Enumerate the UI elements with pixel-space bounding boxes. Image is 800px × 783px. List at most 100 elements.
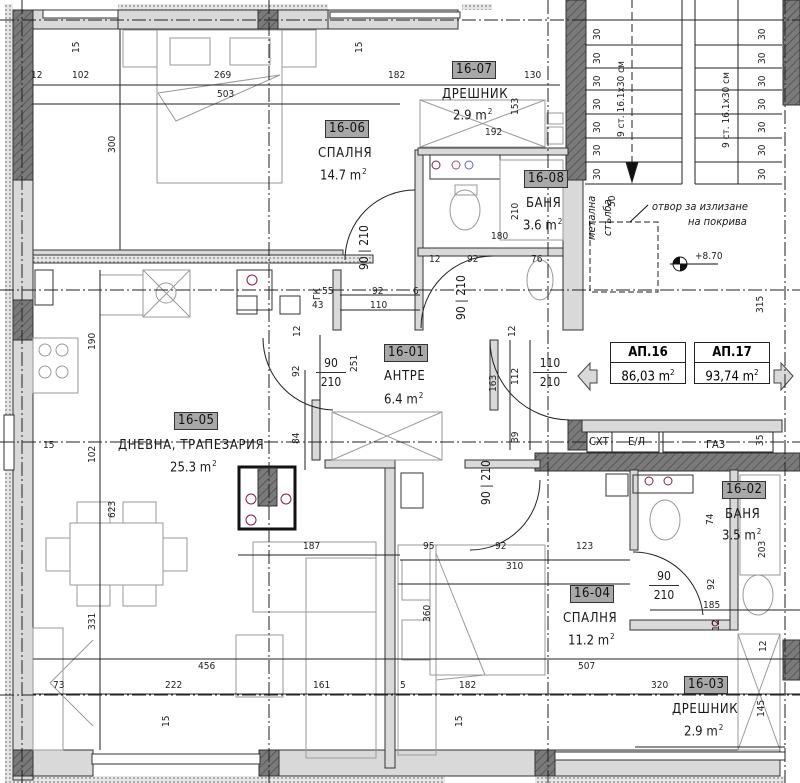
dim-5: 5: [400, 680, 406, 691]
dim-623: 623: [107, 500, 118, 518]
stair-tread-8: 30: [757, 28, 768, 40]
dim-15-top-right: 15: [354, 41, 365, 53]
utility-electric: Е/Л: [628, 435, 646, 448]
hatch-leader: [629, 204, 649, 223]
dim-300: 300: [107, 135, 118, 153]
ladder-label-1: метална: [585, 195, 598, 240]
room-name-16-08: БАНЯ: [526, 196, 562, 211]
apartment-17-area: 93,74 m2: [705, 368, 759, 385]
door-label-16-08: 90 | 210: [454, 275, 468, 320]
furniture: [32, 29, 781, 759]
room-tag-16-03: 16-03: [684, 676, 729, 694]
dim-360: 360: [422, 604, 433, 622]
utility-sewer: СХТ: [589, 435, 609, 448]
room-area-16-08: 3.6 m2: [523, 217, 563, 234]
utility-gas: ГАЗ: [706, 438, 726, 451]
utility-cabinets: [586, 431, 774, 453]
dim-320: 320: [651, 680, 669, 691]
room-name-16-02: БАНЯ: [725, 507, 761, 522]
dim-456: 456: [198, 661, 216, 672]
door-label-16-06: 90 | 210: [357, 225, 371, 270]
room-area-16-06: 14.7 m2: [320, 167, 367, 184]
dim-153: 153: [510, 97, 521, 115]
dim-55: 55: [322, 286, 334, 297]
room-name-16-04: СПАЛНЯ: [563, 611, 618, 626]
dim-182-bottom: 182: [459, 680, 477, 691]
room-tag-16-04: 16-04: [570, 585, 615, 603]
dim-210-bath: 210: [510, 202, 521, 220]
room-name-16-01: АНТРЕ: [384, 369, 426, 384]
stair-tread-6: 30: [592, 144, 603, 156]
dim-92-bath2: 92: [706, 578, 717, 590]
dim-35: 35: [755, 434, 766, 446]
dim-145: 145: [756, 699, 767, 717]
stair-flights: [585, 0, 782, 185]
dim-190: 190: [87, 332, 98, 350]
room-tag-16-01: 16-01: [384, 344, 429, 362]
dim-507: 507: [578, 661, 596, 672]
stair-tread-2: 30: [592, 52, 603, 64]
room-tag-16-07: 16-07: [452, 61, 497, 79]
apartment-16-area-box: АП.16 86,03 m2: [610, 342, 686, 384]
dim-161: 161: [313, 680, 331, 691]
dim-123: 123: [576, 541, 594, 552]
dim-130: 130: [524, 70, 542, 81]
apartment-17-title: АП.17: [695, 343, 769, 363]
dim-6: 6: [413, 286, 419, 297]
dim-12-kitchen: 12: [292, 325, 303, 337]
dim-15-left: 15: [43, 440, 55, 451]
dim-92-bedroom: 92: [495, 541, 507, 552]
stair-tread-11: 30: [757, 98, 768, 110]
dim-50: 50: [607, 195, 618, 207]
stair-tread-5: 30: [592, 121, 603, 133]
roof-hatch-label-2: на покрива: [688, 215, 747, 228]
interior-walls: [32, 147, 783, 769]
level-label: +8.70: [695, 251, 723, 262]
dim-76: 76: [531, 254, 543, 265]
room-area-16-05: 25.3 m2: [170, 459, 217, 476]
arrow-right-icon: [773, 361, 794, 392]
dim-203: 203: [757, 540, 768, 558]
room-area-16-04: 11.2 m2: [568, 632, 615, 649]
dim-192: 192: [485, 127, 503, 138]
dim-185: 185: [703, 600, 721, 611]
stair-tread-4: 30: [592, 98, 603, 110]
stair-tread-3: 30: [592, 75, 603, 87]
arrow-left-icon: [577, 361, 598, 392]
stair-tread-10: 30: [757, 75, 768, 87]
room-tag-16-08: 16-08: [524, 170, 569, 188]
dim-12-wardrobe: 12: [758, 640, 769, 652]
stair-tread-7: 30: [592, 168, 603, 180]
room-area-16-07: 2.9 m2: [453, 107, 493, 124]
stair-tread-12: 30: [757, 121, 768, 133]
dim-163: 163: [488, 374, 499, 392]
dim-92-living: 92: [291, 365, 302, 377]
dimension-lines: [33, 29, 800, 750]
dim-112: 112: [510, 367, 521, 385]
dim-74: 74: [705, 513, 716, 525]
door-label-16-04-passage: 90 | 210: [479, 460, 493, 505]
room-tag-16-06: 16-06: [325, 120, 370, 138]
dim-269: 269: [214, 70, 232, 81]
dim-187: 187: [303, 541, 321, 552]
dim-15-bottom-right: 15: [454, 715, 465, 727]
level-marker-icon: [670, 256, 718, 272]
dim-15-top-left: 15: [71, 41, 82, 53]
dim-310: 310: [506, 561, 524, 572]
dim-331: 331: [87, 612, 98, 630]
roof-hatch: [589, 221, 659, 293]
roof-hatch-label-1: отвор за излизане: [652, 200, 748, 213]
dim-12-entrance: 12: [507, 325, 518, 337]
dim-15-bottom-left: 15: [161, 715, 172, 727]
dim-84: 84: [291, 432, 302, 444]
room-area-16-02: 3.5 m2: [722, 527, 762, 544]
dim-12-top: 12: [31, 70, 43, 81]
room-area-16-01: 6.4 m2: [384, 391, 424, 408]
dim-102-left: 102: [87, 445, 98, 463]
dim-222: 222: [165, 680, 183, 691]
stair-tread-1: 30: [592, 28, 603, 40]
dim-102-top: 102: [72, 70, 90, 81]
